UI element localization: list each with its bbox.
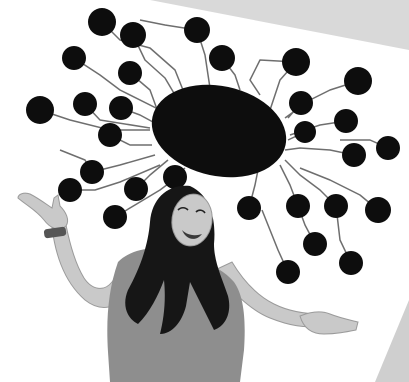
network-node	[282, 48, 310, 76]
network-node	[184, 17, 210, 43]
network-node	[103, 205, 127, 229]
network-node	[237, 196, 261, 220]
network-node	[303, 232, 327, 256]
woman-figure	[18, 186, 358, 382]
network-node	[339, 251, 363, 275]
network-node	[209, 45, 235, 71]
network-node	[289, 91, 313, 115]
network-node	[334, 109, 358, 133]
network-node	[344, 67, 372, 95]
network-node	[324, 194, 348, 218]
gray-corner-right	[375, 300, 409, 382]
network-node	[342, 143, 366, 167]
network-node	[98, 123, 122, 147]
left-hand	[18, 193, 68, 229]
network-node	[62, 46, 86, 70]
network-node	[109, 96, 133, 120]
network-node	[118, 61, 142, 85]
network-node	[286, 194, 310, 218]
network-node	[58, 178, 82, 202]
network-node	[88, 8, 116, 36]
network-node	[376, 136, 400, 160]
network-node	[124, 177, 148, 201]
network-node	[294, 121, 316, 143]
network-node	[80, 160, 104, 184]
network-node	[73, 92, 97, 116]
right-hand	[300, 312, 358, 334]
network-node	[120, 22, 146, 48]
network-node	[365, 197, 391, 223]
network-node	[163, 165, 187, 189]
network-node	[26, 96, 54, 124]
network-node	[276, 260, 300, 284]
